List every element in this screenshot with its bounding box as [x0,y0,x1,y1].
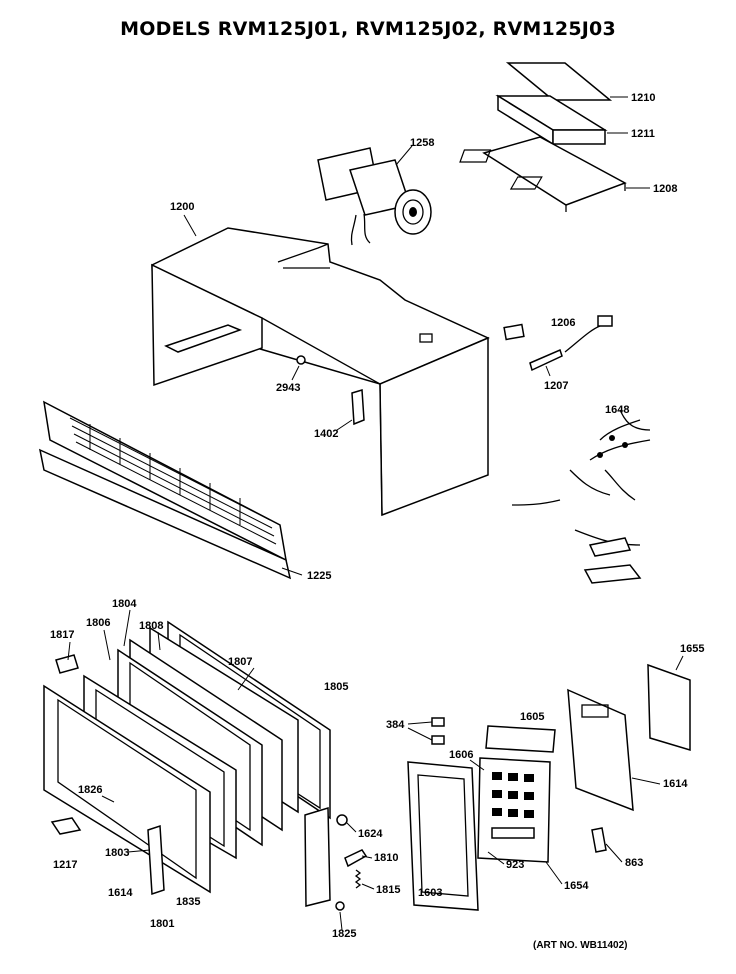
label-1654: 1654 [564,880,589,892]
part-1211-tray [495,94,628,146]
part-1402-clip [336,389,365,431]
label-863: 863 [625,857,643,869]
label-1614b: 1614 [108,887,133,899]
label-1606: 1606 [449,749,473,761]
part-1810-lever [344,849,368,868]
label-1801: 1801 [150,918,174,930]
label-1200: 1200 [170,201,194,213]
label-1648: 1648 [605,404,629,416]
label-1258: 1258 [410,137,434,149]
label-923: 923 [506,859,524,871]
part-1648-wire-harness [511,409,651,584]
label-1806: 1806 [86,617,110,629]
label-1805: 1805 [324,681,348,693]
label-1206: 1206 [551,317,575,329]
label-1835: 1835 [176,896,200,908]
label-1804: 1804 [112,598,137,610]
label-2943: 2943 [276,382,300,394]
label-1655: 1655 [680,643,704,655]
label-1817: 1817 [50,629,74,641]
part-1825-screw [335,901,345,911]
label-1807: 1807 [228,656,252,668]
diagram-title: MODELS RVM125J01, RVM125J02, RVM125J03 [120,18,616,40]
part-1654-keypad [477,757,551,863]
part-1801-latch [304,806,331,907]
part-863-clip [591,827,607,853]
label-1614a: 1614 [663,778,688,790]
label-1208: 1208 [653,183,677,195]
label-1207: 1207 [544,380,568,392]
part-1655-circuit-board [647,663,691,752]
part-1817-hinge [55,654,79,674]
part-1614-control-board [567,688,634,812]
label-1826: 1826 [78,784,102,796]
part-1208-bracket-plate [459,136,650,212]
label-1624: 1624 [358,828,383,840]
art-number: (ART NO. WB11402) [533,940,628,951]
part-1258-fan-motor [317,145,432,246]
part-2943-screw [291,355,306,381]
part-1605-panel-label [485,725,556,753]
part-1815-spring [354,869,362,889]
label-1605: 1605 [520,711,544,723]
label-1808: 1808 [139,620,163,632]
label-1803: 1803 [105,847,129,859]
part-384-clips [431,717,445,745]
part-1210-cover-plate [505,62,628,101]
part-1624-screw [336,814,348,826]
label-1603: 1603 [418,887,442,899]
label-1225: 1225 [307,570,331,582]
label-1825: 1825 [332,928,356,940]
part-1207-strain-relief [529,348,563,377]
part-1206-power-cord [503,315,613,353]
part-1217-hinge [50,817,82,835]
part-1603-control-frame [407,761,479,911]
label-1402: 1402 [314,428,338,440]
label-1815: 1815 [376,884,400,896]
label-1810: 1810 [374,852,398,864]
part-1200-cabinet [151,214,490,517]
part-1803-latch-spring [147,824,165,896]
part-1826-door-front [43,684,211,894]
label-1211: 1211 [631,128,655,140]
label-1210: 1210 [631,92,655,104]
label-1217: 1217 [53,859,77,871]
label-384: 384 [386,719,405,731]
part-1225-grille [38,400,303,580]
